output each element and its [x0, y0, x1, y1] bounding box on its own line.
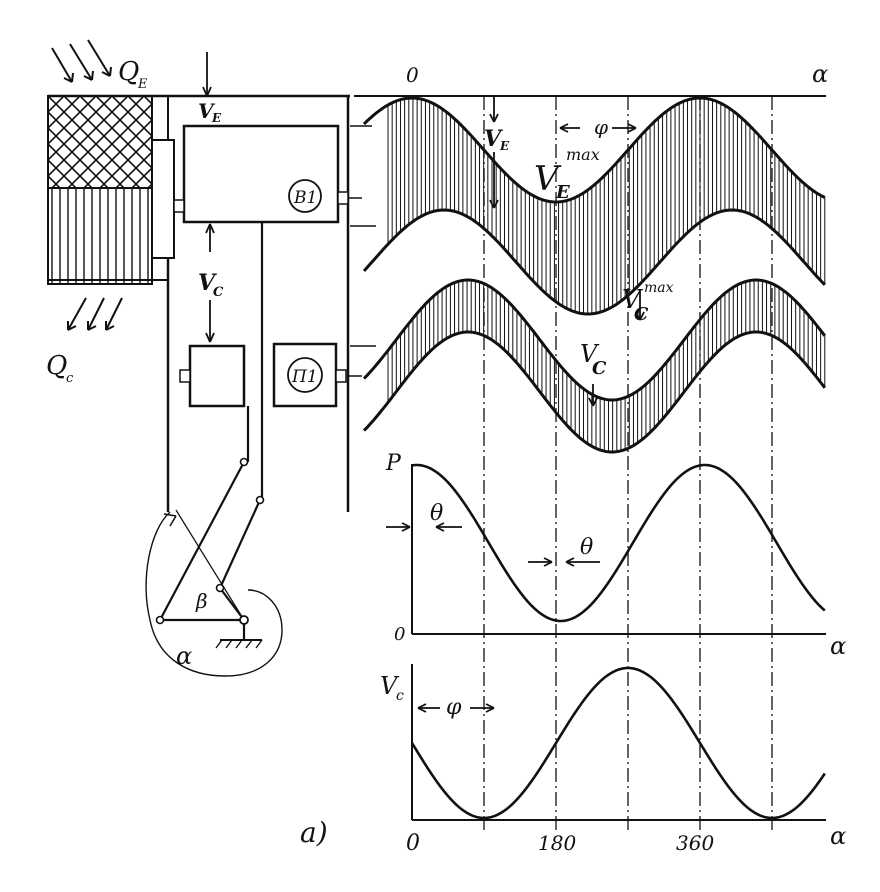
plots: 0 α V E φ V E max V C max V C P 0 α	[354, 60, 846, 856]
vc-plot-tick-180: 180	[538, 831, 576, 855]
ve-lower-curve	[362, 208, 826, 316]
angle-beta-label: β	[195, 589, 208, 613]
vc-plot-tick-0: 0	[406, 831, 420, 856]
vc-max-superscript: max	[644, 280, 674, 296]
volume-e-subscript: E	[211, 111, 222, 125]
vc-upper-curve	[362, 278, 826, 402]
volumes-axis-label: α	[812, 60, 828, 88]
pressure-line	[411, 463, 826, 623]
pressure-y-label: P	[385, 451, 402, 476]
angle-alpha-label: α	[176, 642, 192, 670]
vc-plot-y-label: V	[380, 672, 400, 700]
volume-curves	[362, 96, 826, 454]
displacer-label: B1	[293, 188, 317, 208]
crank-linkage	[145, 461, 283, 677]
pressure-axis-label: α	[830, 632, 846, 660]
heat-in-label: Q	[118, 57, 139, 87]
heat-out-label: Q	[46, 351, 67, 381]
regenerator	[151, 139, 175, 259]
figure-label: a)	[300, 816, 328, 849]
ve-max-superscript: max	[566, 145, 600, 164]
volume-bands	[387, 98, 826, 452]
phase-label-top: φ	[594, 115, 608, 139]
ve-upper-curve	[362, 96, 826, 204]
vc-max-subscript: C	[634, 304, 649, 325]
vc-line	[410, 666, 826, 820]
pressure-curve	[411, 463, 826, 623]
volume-c-label: V	[198, 270, 217, 296]
heat-in-arrows	[51, 39, 112, 83]
ve-label: V	[484, 126, 503, 152]
power-piston	[188, 344, 246, 408]
heat-out-subscript: c	[66, 371, 74, 386]
vc-plot-y-subscript: c	[396, 688, 404, 704]
cooler-block	[47, 187, 153, 285]
vc-lower-curve	[362, 330, 826, 454]
vc-label: V	[580, 340, 600, 368]
engine-schematic: Q E V E B1	[46, 39, 376, 849]
vc-curve	[410, 666, 826, 820]
vc-max-label: V	[622, 285, 643, 315]
ve-max-label: V	[534, 159, 562, 199]
heat-out-arrows	[67, 297, 123, 331]
vc-plot-axis-label: α	[830, 822, 846, 850]
volume-e-label: V	[198, 99, 216, 123]
volume-c-subscript: C	[213, 285, 224, 300]
volumes-origin-label: 0	[406, 63, 419, 87]
theta-label-2: θ	[580, 535, 593, 560]
ve-subscript: E	[499, 139, 510, 153]
vc-plot-tick-360: 360	[676, 831, 714, 855]
heat-in-subscript: E	[137, 77, 148, 92]
theta-label-1: θ	[430, 501, 443, 526]
ve-max-subscript: E	[555, 182, 570, 203]
vc-plot-phase-label: φ	[446, 695, 462, 720]
heater-block	[47, 95, 153, 189]
pressure-origin-label: 0	[394, 624, 405, 645]
vc-subscript: C	[592, 358, 607, 379]
piston-label: П1	[291, 367, 318, 387]
